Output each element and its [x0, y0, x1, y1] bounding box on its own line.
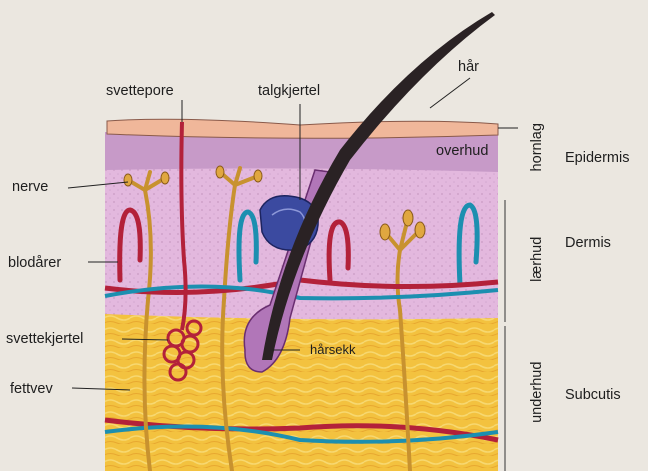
label-svettepore: svettepore	[106, 84, 174, 99]
horn-layer	[107, 119, 498, 138]
label-harsekk: hårsekk	[310, 343, 356, 356]
subcutis-layer	[105, 312, 498, 471]
label-nerve: nerve	[12, 180, 48, 195]
label-underhud: underhud	[530, 351, 545, 433]
label-fettvev: fettvev	[10, 382, 53, 397]
label-dermis: Dermis	[565, 236, 611, 251]
label-har: hår	[458, 60, 479, 75]
label-epidermis: Epidermis	[565, 151, 629, 166]
label-talgkjertel: talgkjertel	[258, 84, 320, 99]
label-hornlag: hornlag	[530, 112, 545, 182]
label-svettekjertel: svettekjertel	[6, 332, 83, 347]
label-overhud: overhud	[436, 144, 488, 159]
label-laerhud: lærhud	[530, 224, 545, 294]
label-subcutis: Subcutis	[565, 388, 621, 403]
label-blodarer: blodårer	[8, 256, 61, 271]
